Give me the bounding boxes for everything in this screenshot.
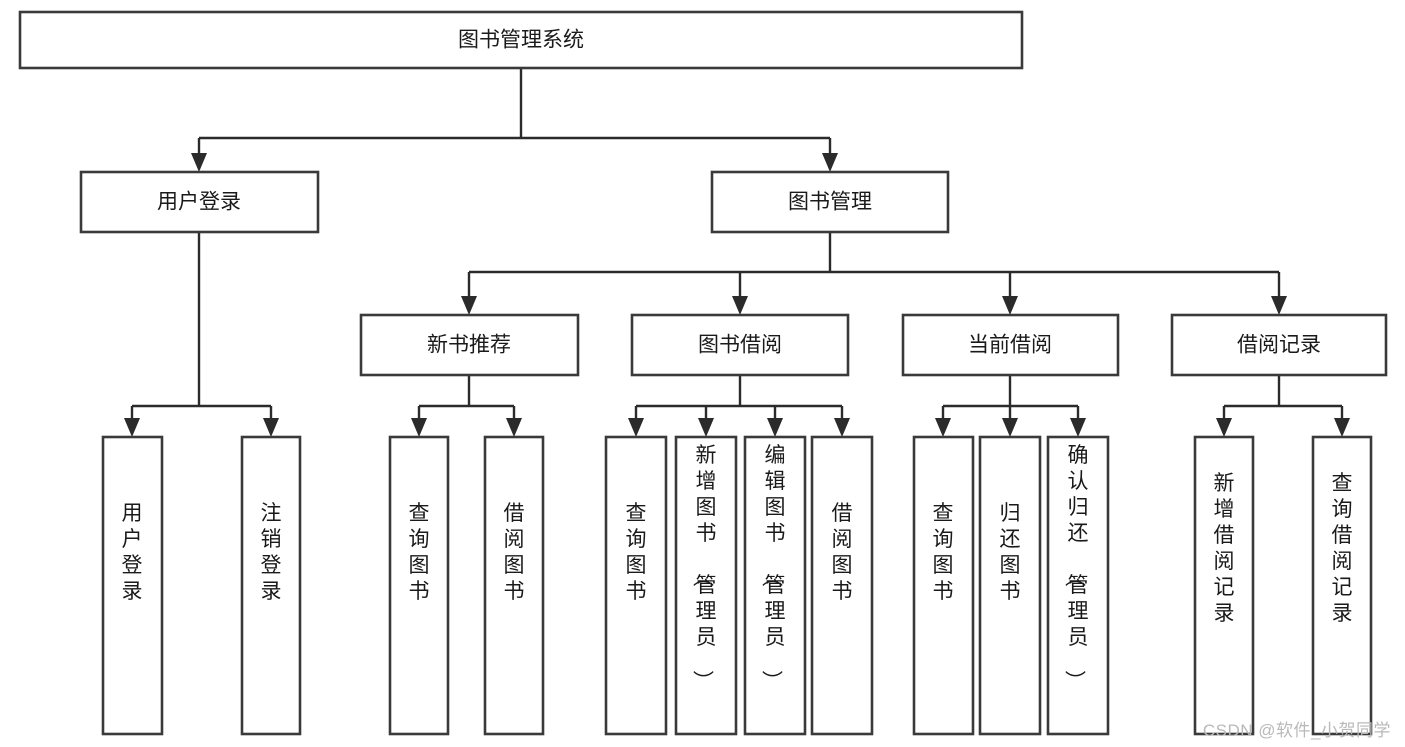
node-new-book-rec[interactable]: 新书推荐	[359, 313, 580, 377]
node-leaf-edit-book[interactable]: 编辑图书（管理员）	[743, 435, 807, 736]
node-book-manage-box[interactable]	[710, 170, 950, 234]
node-root-box[interactable]	[18, 10, 1024, 70]
node-new-book-rec-label: 新书推荐	[427, 334, 511, 357]
node-current-borrow-box[interactable]	[901, 313, 1120, 377]
arrow-to-leaf-add-record-icon	[1216, 418, 1232, 437]
node-leaf-query-book-3-box[interactable]	[912, 435, 975, 736]
node-leaf-return-book-box[interactable]	[978, 435, 1042, 736]
node-borrow-record[interactable]: 借阅记录	[1170, 313, 1388, 377]
node-leaf-query-book-3-label: 查询图书	[933, 502, 954, 603]
arrow-to-user-login-icon	[191, 153, 207, 172]
arrow-to-leaf-edit-book-icon	[767, 418, 783, 437]
edge-group-user-login-to-leaves	[124, 232, 279, 437]
arrow-to-new-book-rec-icon	[461, 296, 477, 315]
arrow-to-leaf-return-book-icon	[1002, 418, 1018, 437]
node-user-login-label: 用户登录	[157, 191, 241, 214]
node-leaf-query-book-2-box[interactable]	[604, 435, 668, 736]
arrow-to-leaf-logout-icon	[263, 418, 279, 437]
node-user-login-box[interactable]	[79, 170, 320, 234]
arrow-to-current-borrow-icon	[1002, 296, 1018, 315]
arrow-to-leaf-query-book-2-icon	[628, 418, 644, 437]
arrow-to-book-borrow-icon	[732, 296, 748, 315]
node-leaf-query-book-2[interactable]: 查询图书	[604, 435, 668, 736]
node-leaf-borrow-book-1-box[interactable]	[483, 435, 545, 736]
arrow-to-borrow-record-icon	[1271, 296, 1287, 315]
node-leaf-query-record-label: 查询借阅记录	[1332, 472, 1353, 625]
node-new-book-rec-box[interactable]	[359, 313, 580, 377]
node-current-borrow[interactable]: 当前借阅	[901, 313, 1120, 377]
node-book-borrow-box[interactable]	[630, 313, 850, 377]
arrow-to-book-manage-icon	[822, 153, 838, 172]
node-book-borrow[interactable]: 图书借阅	[630, 313, 850, 377]
node-leaf-borrow-book-2[interactable]: 借阅图书	[810, 435, 874, 736]
node-borrow-record-label: 借阅记录	[1237, 334, 1321, 357]
node-leaf-query-record[interactable]: 查询借阅记录	[1311, 435, 1373, 736]
node-leaf-edit-book-box[interactable]	[743, 435, 807, 736]
node-leaf-edit-book-label: 编辑图书（管理员）	[760, 444, 786, 691]
node-leaf-logout-label: 注销登录	[261, 502, 282, 603]
node-leaf-add-record-label: 新增借阅记录	[1214, 472, 1235, 625]
node-leaf-add-book[interactable]: 新增图书（管理员）	[674, 435, 738, 736]
arrow-to-leaf-query-record-icon	[1334, 418, 1350, 437]
node-leaf-borrow-book-2-box[interactable]	[810, 435, 874, 736]
node-leaf-confirm-return-box[interactable]	[1046, 435, 1110, 736]
edge-group-book-manage-to-level3	[461, 232, 1287, 315]
node-leaf-query-book-1-box[interactable]	[388, 435, 450, 736]
arrow-to-leaf-user-login-icon	[124, 418, 140, 437]
node-root-label: 图书管理系统	[458, 29, 584, 52]
node-leaf-confirm-return-label: 确认归还（管理员）	[1063, 444, 1089, 691]
node-current-borrow-label: 当前借阅	[968, 334, 1052, 357]
arrow-to-leaf-confirm-return-icon	[1070, 418, 1086, 437]
node-leaf-query-book-3[interactable]: 查询图书	[912, 435, 975, 736]
node-leaf-borrow-book-1-label: 借阅图书	[504, 502, 525, 603]
arrow-to-leaf-add-book-icon	[698, 418, 714, 437]
node-leaf-add-record[interactable]: 新增借阅记录	[1193, 435, 1255, 736]
node-borrow-record-box[interactable]	[1170, 313, 1388, 377]
edge-group-borrow-record-to-leaves	[1216, 375, 1350, 437]
edge-group-current-borrow-to-leaves	[935, 375, 1086, 437]
node-leaf-user-login[interactable]: 用户登录	[101, 435, 164, 736]
node-leaf-query-book-2-label: 查询图书	[626, 502, 647, 603]
edge-group-new-book-rec-to-leaves	[411, 375, 522, 437]
edge-group-root-to-level2	[191, 68, 838, 172]
node-leaf-logout[interactable]: 注销登录	[240, 435, 302, 736]
node-root[interactable]: 图书管理系统	[18, 10, 1024, 70]
node-leaf-query-book-1[interactable]: 查询图书	[388, 435, 450, 736]
node-book-manage-label: 图书管理	[788, 191, 872, 214]
node-leaf-query-book-1-label: 查询图书	[409, 502, 430, 603]
node-leaf-borrow-book-1[interactable]: 借阅图书	[483, 435, 545, 736]
arrow-to-leaf-query-book-1-icon	[411, 418, 427, 437]
node-user-login[interactable]: 用户登录	[79, 170, 320, 234]
node-leaf-confirm-return[interactable]: 确认归还（管理员）	[1046, 435, 1110, 736]
node-leaf-query-record-box[interactable]	[1311, 435, 1373, 736]
node-book-borrow-label: 图书借阅	[698, 334, 782, 357]
node-leaf-add-record-box[interactable]	[1193, 435, 1255, 736]
arrow-to-leaf-query-book-3-icon	[935, 418, 951, 437]
node-leaf-user-login-label: 用户登录	[122, 502, 143, 603]
node-leaf-add-book-label: 新增图书（管理员）	[691, 444, 717, 691]
arrow-to-leaf-borrow-book-2-icon	[834, 418, 850, 437]
node-book-manage[interactable]: 图书管理	[710, 170, 950, 234]
node-leaf-user-login-box[interactable]	[101, 435, 164, 736]
node-leaf-return-book-label: 归还图书	[1000, 502, 1021, 603]
node-leaf-logout-box[interactable]	[240, 435, 302, 736]
node-leaf-add-book-box[interactable]	[674, 435, 738, 736]
edge-group-book-borrow-to-leaves	[628, 375, 850, 437]
node-leaf-borrow-book-2-label: 借阅图书	[832, 502, 853, 603]
node-leaf-return-book[interactable]: 归还图书	[978, 435, 1042, 736]
arrow-to-leaf-borrow-book-1-icon	[506, 418, 522, 437]
